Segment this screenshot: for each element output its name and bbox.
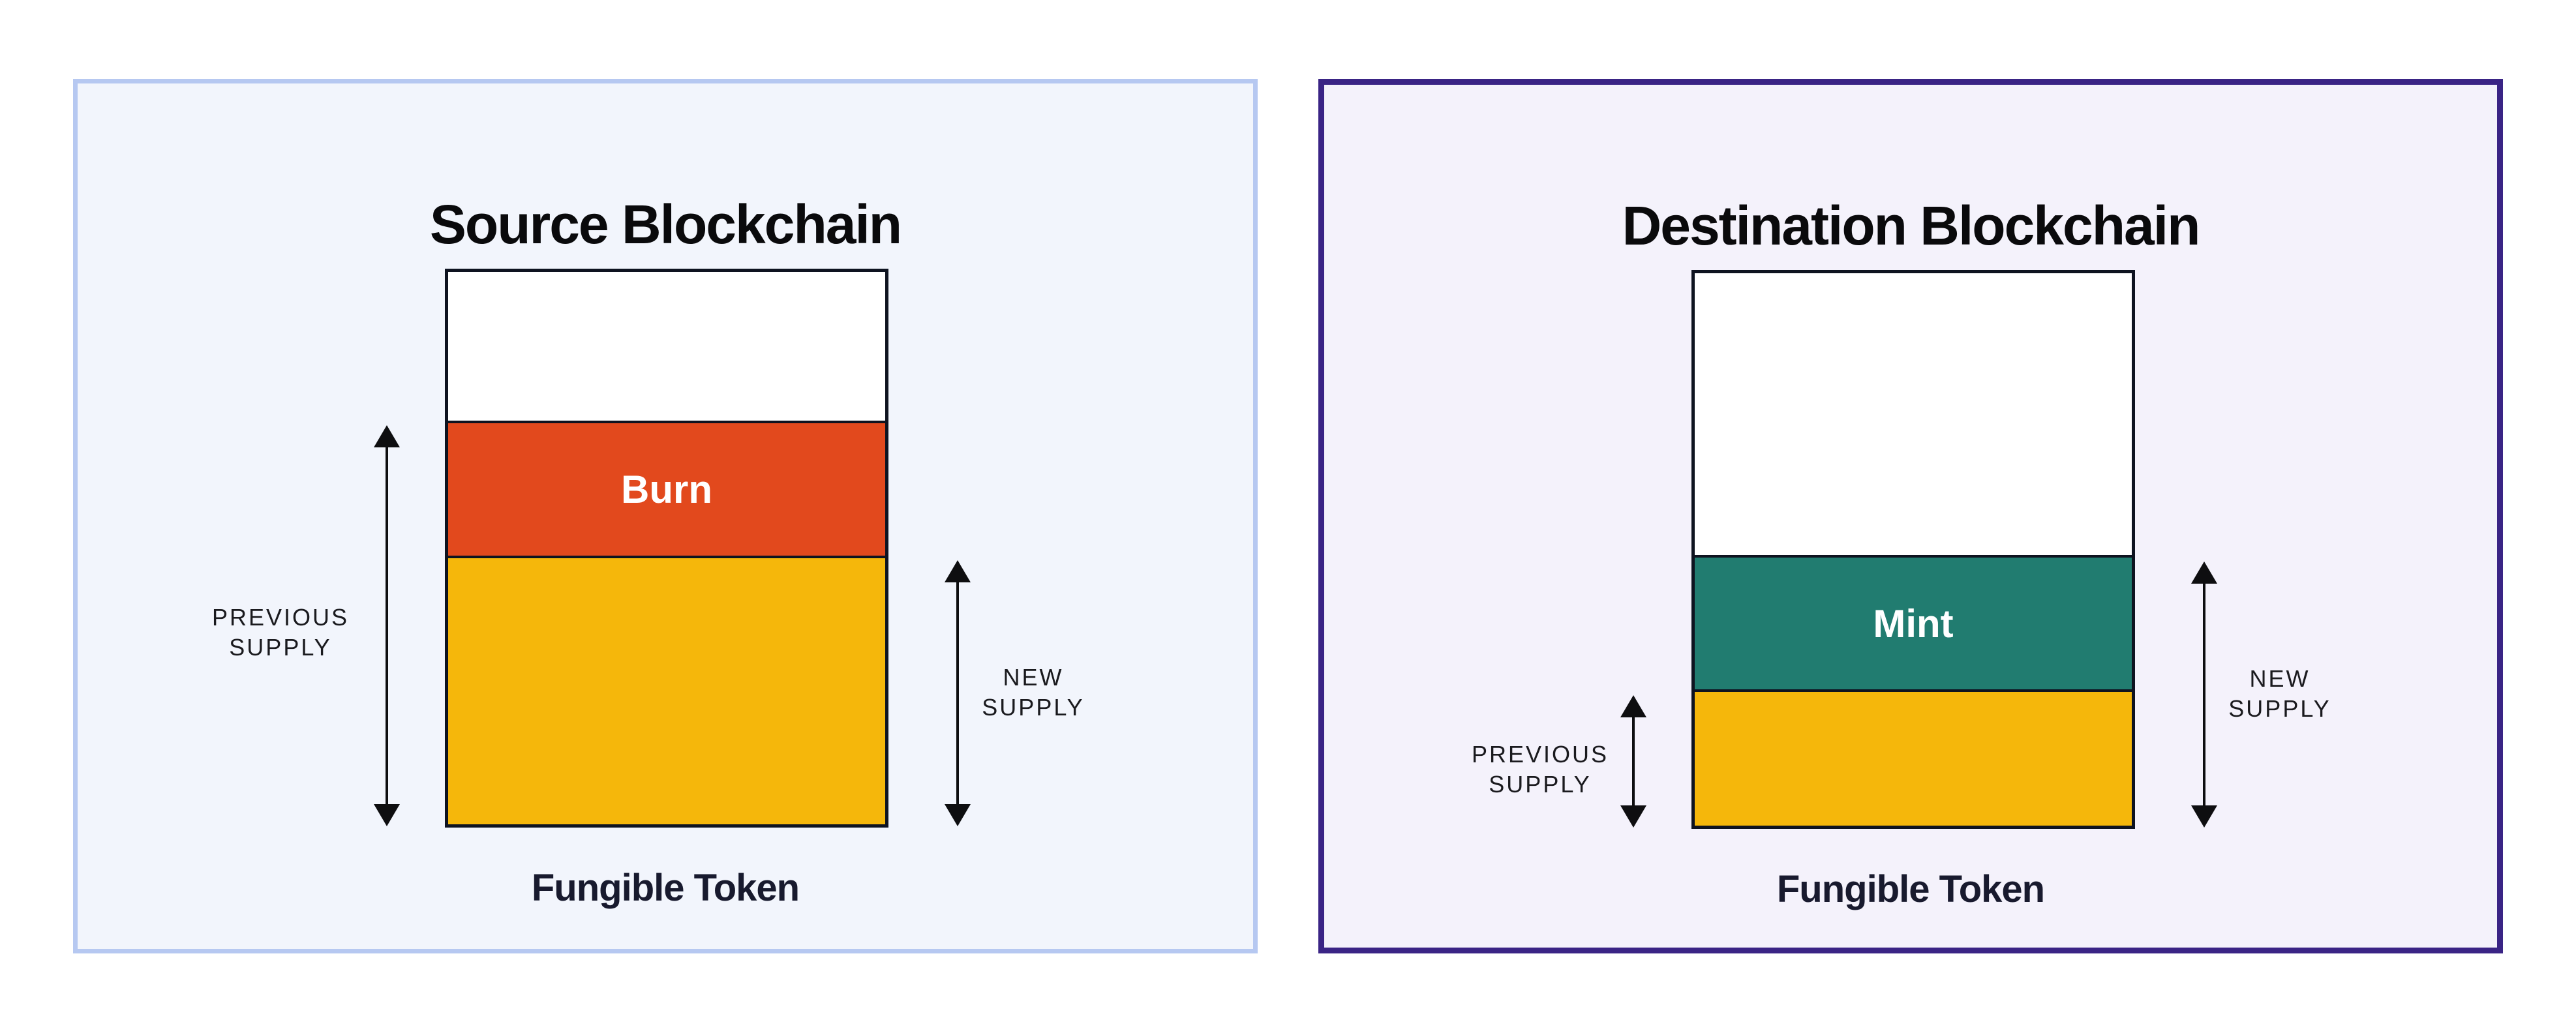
arrow-shaft [2203, 584, 2205, 805]
destination-blockchain-panel: Destination Blockchain Mint PREVIOUS SUP… [1318, 79, 2503, 953]
destination-new-supply-arrow [2190, 561, 2219, 828]
arrow-down-icon [374, 804, 400, 826]
mint-label: Mint [1873, 601, 1954, 646]
arrow-shaft [1632, 717, 1635, 805]
arrow-up-icon [374, 425, 400, 447]
arrow-up-icon [945, 560, 971, 582]
destination-previous-supply-section [1695, 689, 2132, 826]
arrow-down-icon [1620, 805, 1646, 828]
source-blockchain-panel: Source Blockchain Burn PREVIOUS SUPPLY N… [73, 79, 1258, 953]
burn-section: Burn [448, 421, 885, 556]
source-previous-supply-label: PREVIOUS SUPPLY [211, 604, 350, 661]
arrow-up-icon [2191, 561, 2217, 584]
arrow-up-icon [1620, 695, 1646, 717]
source-remaining-section [448, 272, 885, 421]
arrow-down-icon [945, 804, 971, 826]
source-new-supply-label: NEW SUPPLY [982, 664, 1085, 721]
arrow-down-icon [2191, 805, 2217, 828]
source-panel-title: Source Blockchain [429, 193, 902, 255]
arrow-shaft [956, 582, 959, 804]
arrow-shaft [386, 447, 388, 804]
destination-panel-title: Destination Blockchain [1622, 194, 2201, 256]
source-new-supply-arrow [943, 560, 972, 826]
source-token-box: Burn [445, 269, 888, 828]
source-previous-supply-arrow [372, 425, 401, 826]
destination-token-label: Fungible Token [1776, 868, 2045, 910]
source-token-label: Fungible Token [531, 867, 800, 909]
source-new-supply-section [448, 556, 885, 824]
destination-previous-supply-label: PREVIOUS SUPPLY [1471, 741, 1609, 798]
mint-section: Mint [1695, 555, 2132, 689]
destination-token-box: Mint [1691, 270, 2135, 829]
destination-previous-supply-arrow [1619, 695, 1648, 828]
destination-remaining-section [1695, 273, 2132, 555]
burn-label: Burn [621, 468, 712, 511]
destination-new-supply-label: NEW SUPPLY [2228, 665, 2331, 722]
